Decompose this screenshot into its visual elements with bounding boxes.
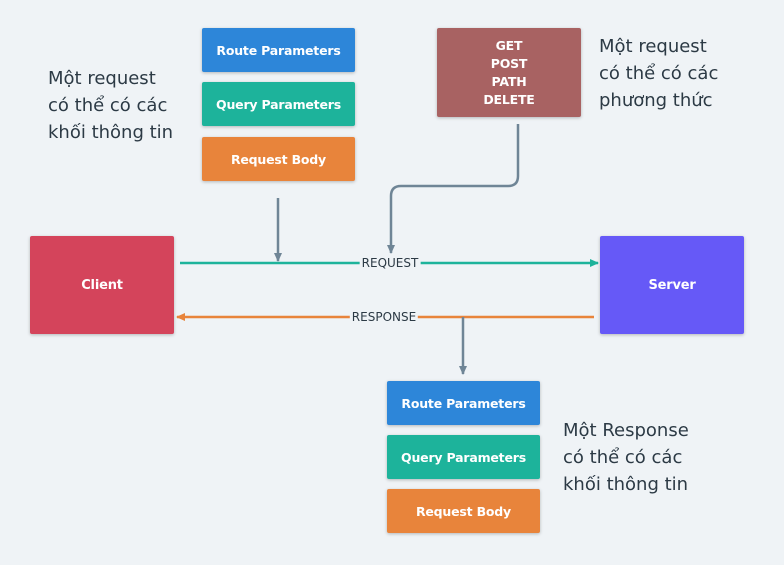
note-response-blocks: Một Response có thể có các khối thông ti… [563,417,689,498]
request-route-parameters-block: Route Parameters [202,28,355,72]
methods-connector [387,124,520,254]
note-methods: Một request có thể có các phương thức [599,33,718,114]
response-label: RESPONSE [349,310,419,324]
server-node: Server [600,236,744,334]
response-body-block: Request Body [387,489,540,533]
note-line: khối thông tin [563,474,689,495]
note-line: Một Response [563,420,689,441]
note-line: khối thông tin [48,122,174,143]
response-route-parameters-block: Route Parameters [387,381,540,425]
note-line: có thể có các [599,63,719,84]
request-body-block: Request Body [202,137,355,181]
client-node: Client [30,236,174,334]
note-line: Một request [599,36,707,57]
method-get: GET [495,37,523,53]
methods-box: GET POST PATH DELETE [437,28,581,117]
note-request-blocks: Một request có thể có các khối thông tin [48,65,173,146]
method-delete: DELETE [483,91,535,107]
response-query-parameters-block: Query Parameters [387,435,540,479]
note-line: Một request [48,68,156,89]
note-line: có thể có các [563,447,683,468]
method-post: POST [490,55,528,71]
request-label: REQUEST [359,256,421,270]
method-path: PATH [491,73,527,89]
note-line: phương thức [599,90,713,111]
request-query-parameters-block: Query Parameters [202,82,355,126]
note-line: có thể có các [48,95,168,116]
